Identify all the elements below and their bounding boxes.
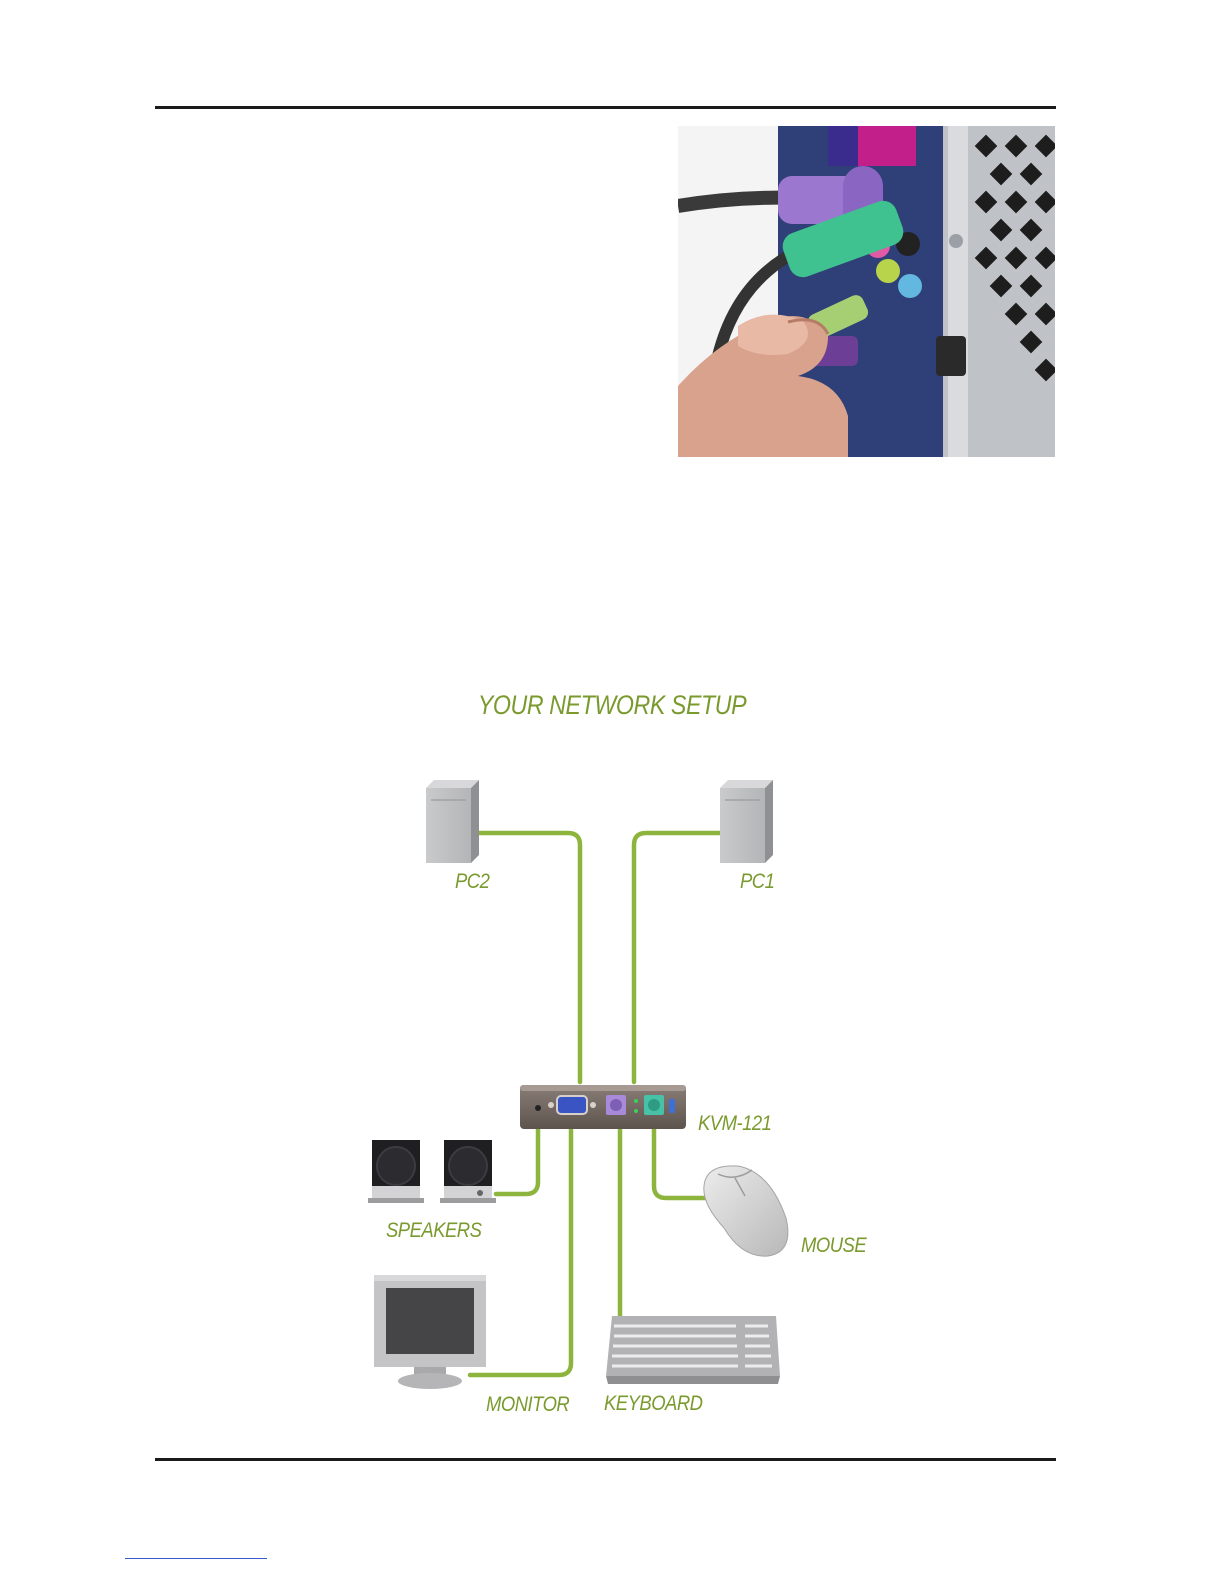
speakers-icon bbox=[368, 1140, 496, 1203]
header-rule bbox=[155, 106, 1056, 109]
pc1-tower-icon bbox=[720, 780, 773, 863]
pc2-tower-icon bbox=[426, 780, 479, 863]
connector-photo bbox=[678, 126, 1055, 457]
keyboard-label: KEYBOARD bbox=[604, 1392, 702, 1416]
pc1-label: PC1 bbox=[740, 870, 774, 894]
keyboard-icon bbox=[606, 1316, 780, 1384]
footer-rule bbox=[155, 1458, 1056, 1461]
monitor-label: MONITOR bbox=[486, 1393, 569, 1417]
pc2-label: PC2 bbox=[455, 870, 489, 894]
kvm-label: KVM-121 bbox=[698, 1112, 771, 1136]
diagram-title: YOUR NETWORK SETUP bbox=[86, 690, 1139, 721]
footer-link-underline bbox=[125, 1558, 267, 1559]
mouse-label: MOUSE bbox=[801, 1234, 866, 1258]
monitor-icon bbox=[374, 1275, 486, 1389]
speakers-label: SPEAKERS bbox=[386, 1219, 481, 1243]
mouse-icon bbox=[704, 1166, 788, 1256]
kvm-switch-icon bbox=[520, 1085, 686, 1129]
